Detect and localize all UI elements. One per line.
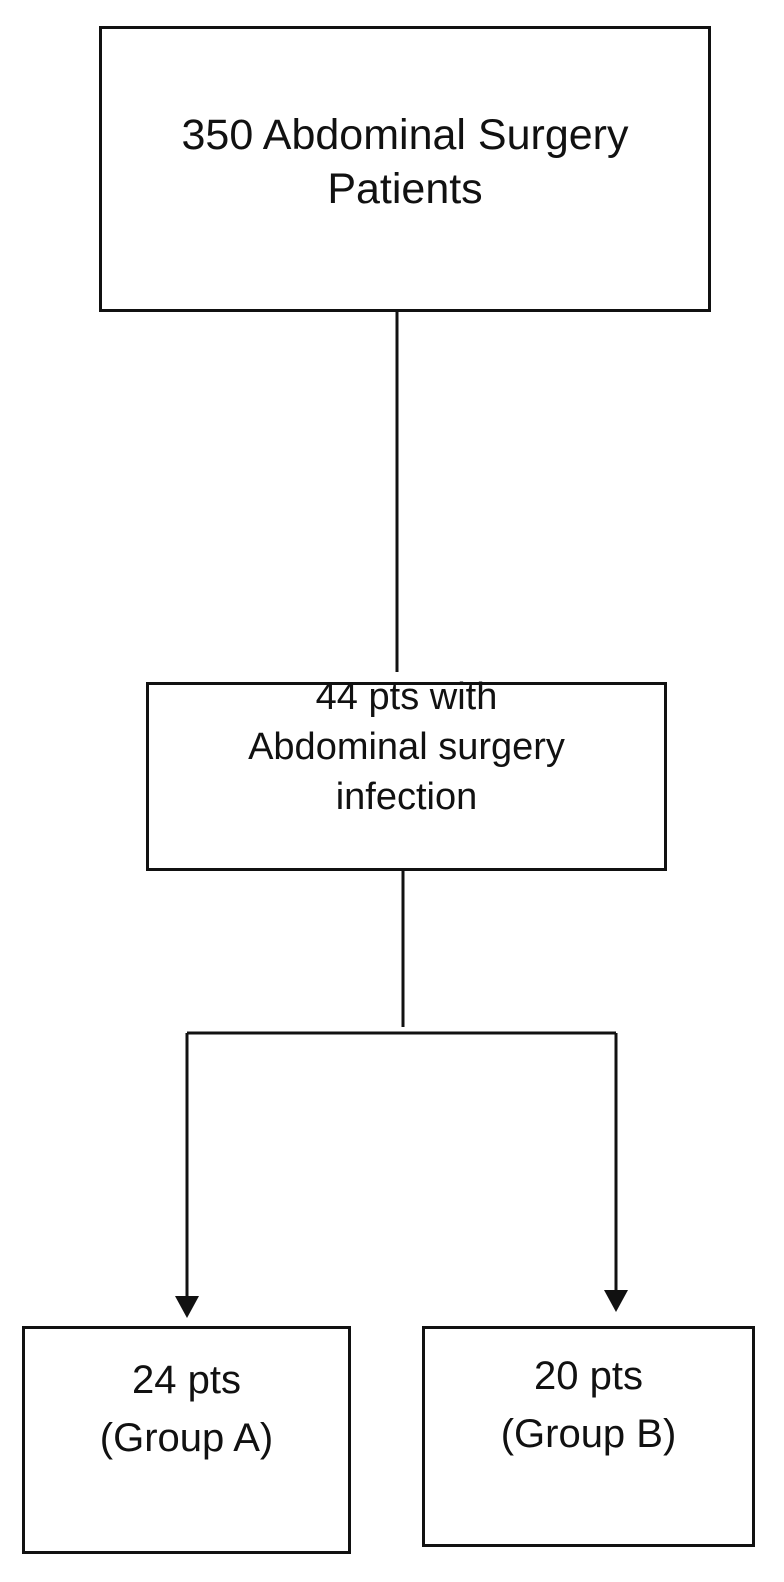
arrowhead-group-b <box>604 1290 628 1312</box>
node-group-b-line-1: 20 pts <box>534 1354 643 1398</box>
node-group-b: 20 pts (Group B) <box>422 1326 755 1547</box>
arrowhead-group-a <box>175 1296 199 1318</box>
node-group-b-label: 20 pts (Group B) <box>425 1347 752 1463</box>
node-infected-patients: 44 pts with Abdominal surgery infection <box>146 676 667 871</box>
node-total-label: 350 Abdominal Surgery Patients <box>102 109 708 217</box>
node-group-a-line-1: 24 pts <box>132 1358 241 1402</box>
node-group-a-line-2: (Group A) <box>99 1416 274 1460</box>
node-infected-line-1: 44 pts with <box>315 676 498 718</box>
node-total-line-1: 350 Abdominal Surgery <box>181 111 629 159</box>
node-group-b-line-2: (Group B) <box>500 1412 677 1456</box>
node-group-a-label: 24 pts (Group A) <box>25 1351 348 1467</box>
node-infected-label: 44 pts with Abdominal surgery infection <box>149 672 664 822</box>
node-total-line-2: Patients <box>327 164 483 213</box>
node-group-a: 24 pts (Group A) <box>22 1326 351 1554</box>
node-total-patients: 350 Abdominal Surgery Patients <box>99 26 711 312</box>
node-infected-line-3: infection <box>335 776 478 819</box>
node-infected-line-2: Abdominal surgery <box>248 726 565 769</box>
